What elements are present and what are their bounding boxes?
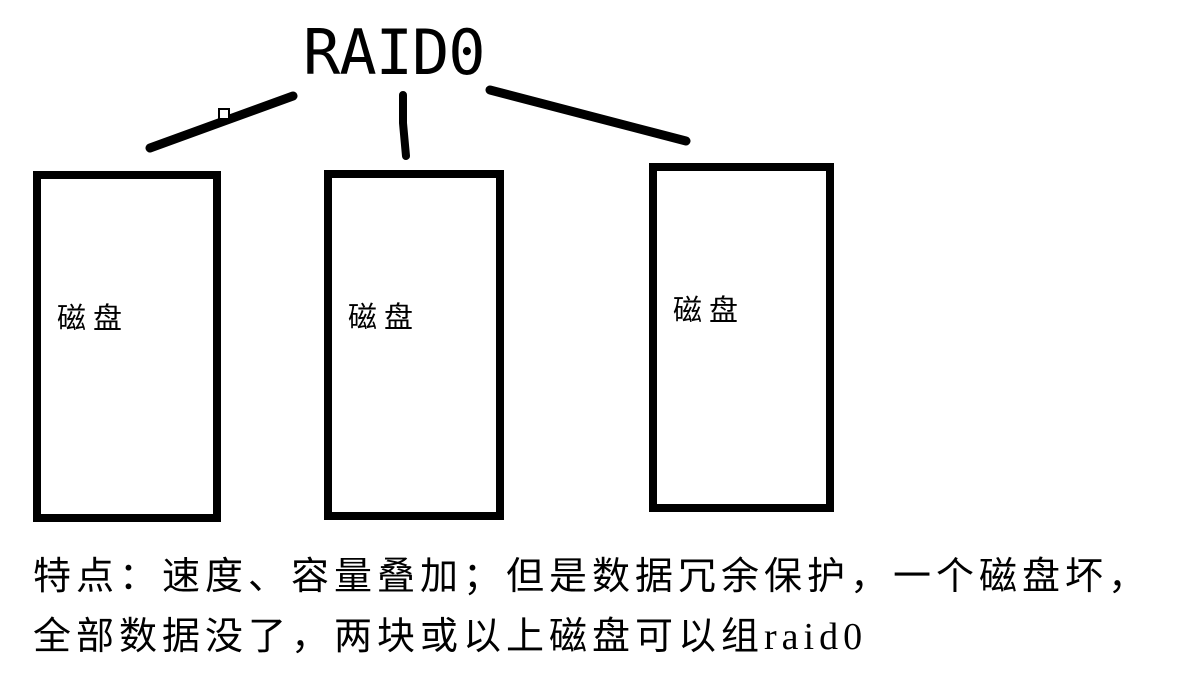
selection-handle[interactable] — [218, 108, 230, 120]
diagram-title: RAID0 — [303, 16, 486, 89]
connector-line-right[interactable] — [485, 85, 691, 146]
disk-box-2[interactable]: 磁盘 — [324, 170, 504, 520]
disk-label-2: 磁盘 — [348, 302, 421, 334]
disk-box-1[interactable]: 磁盘 — [33, 171, 221, 522]
description-line-2: 全部数据没了，两块或以上磁盘可以组raid0 — [33, 616, 868, 658]
description-line-1: 特点：速度、容量叠加；但是数据冗余保护，一个磁盘坏， — [33, 556, 1152, 598]
disk-label-1: 磁盘 — [57, 303, 130, 335]
connector-line-middle[interactable] — [399, 91, 410, 160]
disk-label-3: 磁盘 — [673, 295, 746, 327]
connector-line-left[interactable] — [145, 91, 298, 153]
disk-box-3[interactable]: 磁盘 — [649, 163, 834, 512]
description-text: 特点：速度、容量叠加；但是数据冗余保护，一个磁盘坏， 全部数据没了，两块或以上磁… — [33, 547, 1183, 667]
